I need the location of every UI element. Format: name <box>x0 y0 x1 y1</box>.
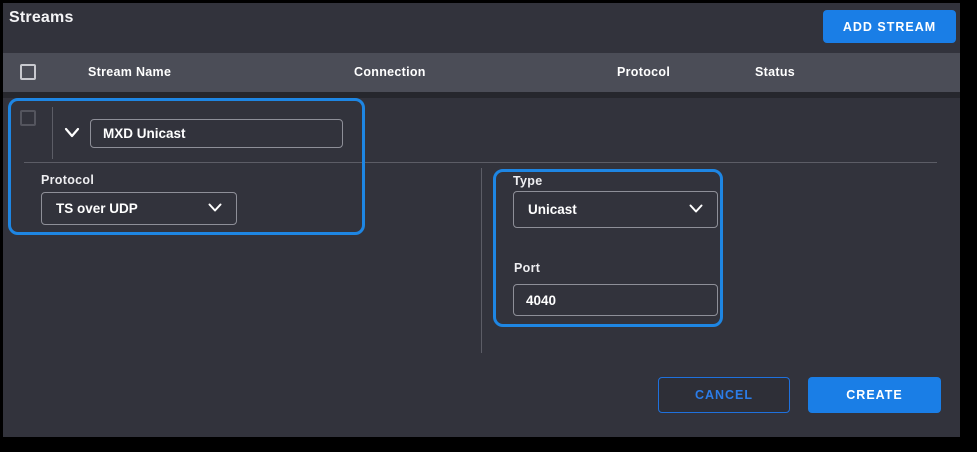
stream-name-input[interactable] <box>90 119 343 148</box>
select-all-checkbox[interactable] <box>20 64 36 80</box>
add-stream-button[interactable]: ADD STREAM <box>823 10 956 43</box>
column-header-status: Status <box>755 65 796 79</box>
row-checkbox[interactable] <box>20 110 36 126</box>
row-separator <box>3 92 960 98</box>
protocol-chevron-down-icon <box>208 200 222 218</box>
row-divider <box>52 107 53 159</box>
column-header-protocol: Protocol <box>617 65 671 79</box>
type-dropdown-value: Unicast <box>528 202 577 217</box>
type-dropdown[interactable]: Unicast <box>513 191 718 228</box>
streams-panel: Streams ADD STREAM Stream Name Connectio… <box>3 3 960 437</box>
protocol-field-label: Protocol <box>41 173 95 187</box>
create-button[interactable]: CREATE <box>808 377 941 413</box>
port-input[interactable] <box>513 284 718 316</box>
protocol-dropdown[interactable]: TS over UDP <box>41 192 237 225</box>
page-title: Streams <box>9 9 74 26</box>
column-header-stream-name: Stream Name <box>88 65 172 79</box>
cancel-button[interactable]: CANCEL <box>658 377 790 413</box>
collapse-row-chevron-down-icon[interactable] <box>64 126 80 138</box>
column-header-connection: Connection <box>354 65 426 79</box>
type-chevron-down-icon <box>689 201 703 219</box>
protocol-dropdown-value: TS over UDP <box>56 201 138 216</box>
panel-divider <box>481 168 482 353</box>
table-header-row: Stream Name Connection Protocol Status <box>3 53 960 92</box>
type-field-label: Type <box>513 174 543 188</box>
section-divider <box>24 162 937 163</box>
port-field-label: Port <box>514 261 541 275</box>
